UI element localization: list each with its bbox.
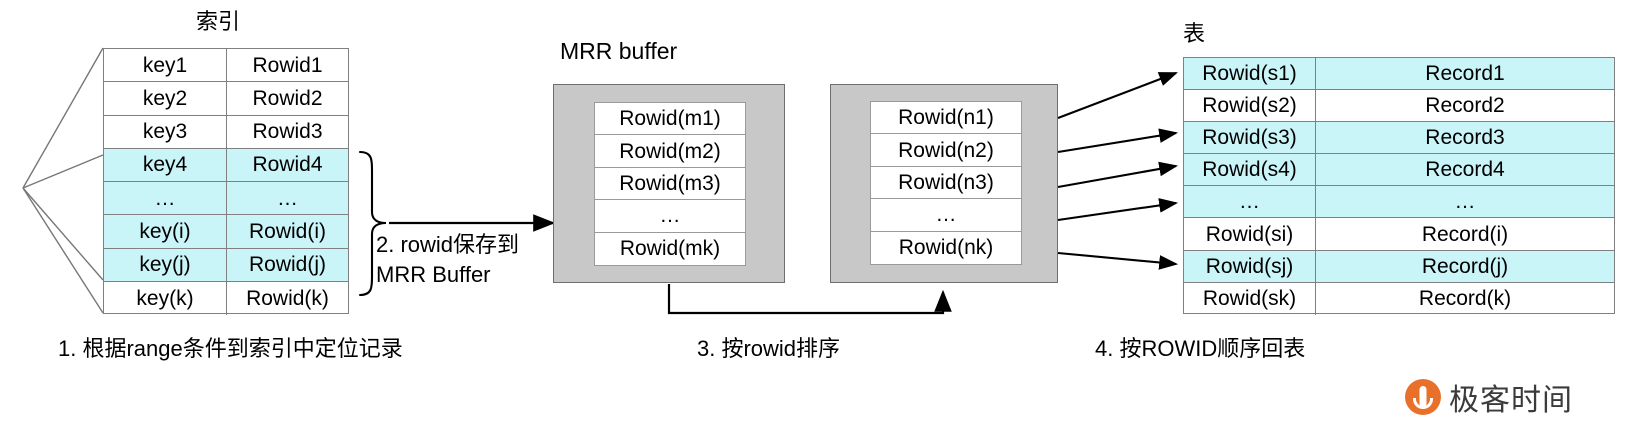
table-row: Rowid(s1) Record1	[1184, 58, 1614, 91]
record-value-cell: Record3	[1316, 122, 1614, 154]
mrr-buffer-unsorted: Rowid(m1) Rowid(m2) Rowid(m3) … Rowid(mk…	[553, 84, 785, 283]
arrow-sort-rowid	[667, 284, 952, 315]
index-rowid-cell: Rowid3	[252, 120, 323, 144]
index-key-cell: key1	[104, 49, 227, 82]
record-rowid-cell: Rowid(sj)	[1184, 250, 1316, 282]
list-item: …	[871, 199, 1021, 232]
index-table: key1 Rowid1 key2 Rowid2 key3 Rowid3 key4…	[103, 48, 349, 315]
table-row: key(i) Rowid(i)	[104, 215, 348, 249]
table-row: key(j) Rowid(j)	[104, 248, 348, 282]
table-row: Rowid(sj) Record(j)	[1184, 250, 1614, 283]
record-value-cell: …	[1316, 186, 1614, 218]
index-key-cell: key(k)	[104, 281, 227, 315]
record-rowid-cell: Rowid(s1)	[1184, 58, 1316, 90]
record-value-cell: Record(j)	[1316, 250, 1614, 282]
record-value-cell: Record2	[1425, 94, 1505, 118]
table-row: key2 Rowid2	[104, 82, 348, 116]
list-item: …	[595, 200, 745, 233]
geek-time-logo-icon	[1405, 379, 1441, 415]
record-rowid-cell: Rowid(s2)	[1184, 90, 1316, 122]
geek-time-logo: 极客时间	[1405, 375, 1620, 419]
record-rowid-cell: …	[1184, 186, 1316, 218]
index-rowid-cell: Rowid(k)	[246, 286, 329, 310]
table-row: … …	[1184, 186, 1614, 219]
list-item: Rowid(nk)	[898, 236, 994, 260]
step2-label: 2. rowid保存到 MRR Buffer	[376, 232, 520, 287]
index-key-cell: key(i)	[104, 215, 227, 248]
table-row: Rowid(si) Record(i)	[1184, 218, 1614, 251]
index-key-cell: key3	[104, 115, 227, 148]
table-row: key4 Rowid4	[104, 148, 348, 182]
table-row: key3 Rowid3	[104, 115, 348, 149]
list-item: Rowid(m1)	[595, 103, 745, 136]
mrr-buffer-title: MRR buffer	[560, 38, 678, 64]
record-rowid-cell: Rowid(s3)	[1184, 122, 1316, 154]
record-value-cell: Record4	[1316, 154, 1614, 186]
index-key-cell: key4	[104, 148, 227, 181]
index-rowid-cell: Rowid(j)	[227, 248, 348, 281]
table-row: key(k) Rowid(k)	[104, 281, 348, 315]
record-table: Rowid(s1) Record1 Rowid(s2) Record2 Rowi…	[1183, 57, 1615, 315]
arrow-group-buffer-to-table	[1057, 72, 1179, 270]
index-key-cell: key(j)	[104, 248, 227, 281]
record-value-cell: Record(k)	[1418, 287, 1512, 311]
btree-fan-icon	[22, 47, 104, 314]
index-title: 索引	[196, 9, 241, 34]
list-item: Rowid(n2)	[871, 134, 1021, 167]
index-rowid-cell: Rowid(i)	[227, 215, 348, 248]
mrr-buffer-sorted-rows: Rowid(n1) Rowid(n2) Rowid(n3) … Rowid(nk…	[870, 101, 1022, 265]
list-item: Rowid(n1)	[871, 102, 1021, 135]
step3-caption: 3. 按rowid排序	[697, 336, 841, 361]
record-value-cell: Record1	[1316, 58, 1614, 90]
table-row: Rowid(s4) Record4	[1184, 154, 1614, 187]
index-rowid-cell: …	[227, 182, 348, 215]
geek-time-logo-text: 极客时间	[1449, 383, 1573, 418]
list-item: Rowid(mk)	[619, 237, 721, 261]
index-rowid-cell: Rowid4	[227, 148, 348, 181]
record-rowid-cell: Rowid(si)	[1184, 218, 1316, 250]
index-rowid-cell: Rowid1	[252, 53, 323, 77]
step4-caption: 4. 按ROWID顺序回表	[1095, 336, 1306, 361]
step1-caption: 1. 根据range条件到索引中定位记录	[58, 336, 403, 361]
record-value-cell: Record(i)	[1421, 222, 1509, 246]
table-row: … …	[104, 182, 348, 216]
table-row: Rowid(s2) Record2	[1184, 90, 1614, 123]
table-row: key1 Rowid1	[104, 49, 348, 83]
index-key-cell: key2	[104, 82, 227, 115]
table-row: Rowid(s3) Record3	[1184, 122, 1614, 155]
index-key-cell: …	[104, 182, 227, 215]
list-item: Rowid(n3)	[871, 167, 1021, 200]
index-rowid-cell: Rowid2	[252, 86, 323, 110]
table-row: Rowid(sk) Record(k)	[1184, 282, 1614, 315]
mrr-buffer-sorted: Rowid(n1) Rowid(n2) Rowid(n3) … Rowid(nk…	[830, 84, 1058, 283]
record-table-title: 表	[1183, 21, 1206, 46]
mrr-buffer-unsorted-rows: Rowid(m1) Rowid(m2) Rowid(m3) … Rowid(mk…	[594, 102, 746, 266]
list-item: Rowid(m3)	[595, 168, 745, 201]
record-rowid-cell: Rowid(sk)	[1184, 282, 1316, 315]
list-item: Rowid(m2)	[595, 135, 745, 168]
record-rowid-cell: Rowid(s4)	[1184, 154, 1316, 186]
